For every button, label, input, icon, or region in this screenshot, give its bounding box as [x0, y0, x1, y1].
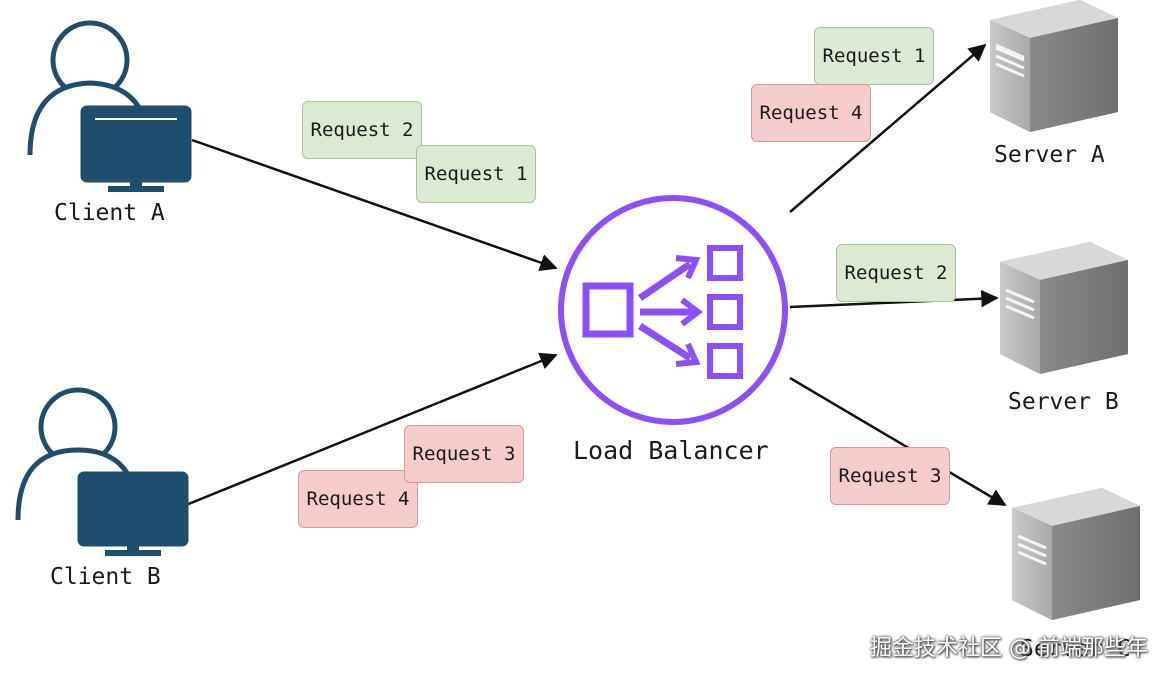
client-a-label: Client A: [54, 200, 165, 226]
server-a-label: Server A: [994, 142, 1105, 168]
server-a-icon: [990, 0, 1118, 132]
server-b-label: Server B: [1008, 389, 1119, 415]
request-box: Request 2: [302, 101, 422, 159]
arrow-client-a-to-lb: [191, 138, 558, 272]
request-box: Request 2: [836, 244, 956, 302]
arrow-lb-to-server-b: [789, 289, 999, 309]
request-box: Request 1: [416, 145, 536, 203]
arrow-client-b-to-lb: [185, 352, 558, 507]
server-c-icon: [1012, 488, 1140, 620]
server-b-icon: [1000, 242, 1128, 374]
client-b-icon: [15, 387, 189, 556]
arrow-lb-to-server-a: [789, 43, 987, 213]
watermark-text: 掘金技术社区 @ 前端那些年: [870, 636, 1148, 661]
load-balancer-icon: [558, 195, 788, 425]
server-details: [995, 46, 1047, 566]
load-balancer-label: Load Balancer: [573, 436, 769, 465]
client-a-icon: [27, 20, 192, 192]
server-c-label: Server C: [1020, 636, 1131, 662]
request-box: Request 4: [751, 84, 871, 142]
request-box: Request 4: [298, 470, 418, 528]
request-box: Request 3: [830, 447, 950, 505]
request-box: Request 1: [814, 27, 934, 85]
arrow-lb-to-server-c: [789, 376, 1007, 507]
client-b-label: Client B: [50, 564, 161, 590]
request-box: Request 3: [404, 425, 524, 483]
